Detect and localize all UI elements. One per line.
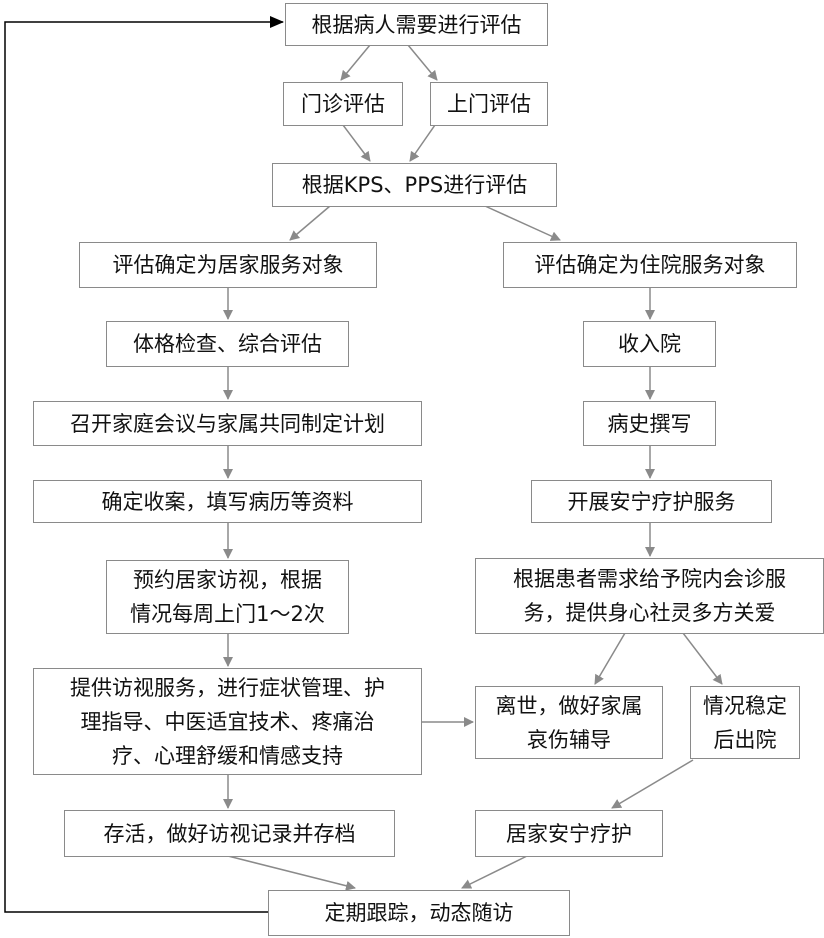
node-label: 评估确定为居家服务对象 <box>112 253 344 277</box>
node-label: 后出院 <box>713 727 777 752</box>
node-kps-pps: 根据KPS、PPS进行评估 <box>272 163 557 207</box>
node-follow-up: 定期跟踪，动态随访 <box>268 890 570 936</box>
arrow <box>611 759 694 809</box>
node-home-visit: 预约居家访视，根据情况每周上门1～2次 <box>106 560 349 634</box>
node-label: 根据患者需求给予院内会诊服 <box>513 567 786 591</box>
arrow <box>409 124 436 162</box>
node-family-meeting: 召开家庭会议与家属共同制定计划 <box>33 401 422 446</box>
node-label: 确定收案，填写病历等资料 <box>101 489 354 514</box>
node-consult: 根据患者需求给予院内会诊服务，提供身心社灵多方关爱 <box>475 558 824 634</box>
node-label: 开展安宁疗护服务 <box>567 489 736 514</box>
node-label: 存活，做好访视记录并存档 <box>103 821 356 846</box>
node-stable: 情况稳定后出院 <box>690 686 800 759</box>
node-label: 上门评估 <box>447 92 531 116</box>
arrow <box>289 205 331 241</box>
node-case-intake: 确定收案，填写病历等资料 <box>33 480 422 523</box>
arrow <box>484 205 561 241</box>
node-home-assess: 上门评估 <box>430 82 548 126</box>
node-label: 哀伤辅导 <box>527 727 611 752</box>
node-label: 定期跟踪，动态随访 <box>324 901 514 925</box>
node-visit-service: 提供访视服务，进行症状管理、护理指导、中医适宜技术、疼痛治疗、心理舒缓和情感支持 <box>33 668 422 775</box>
node-label: 根据病人需要进行评估 <box>311 12 522 37</box>
node-admission: 收入院 <box>583 321 716 367</box>
arrow <box>461 855 528 889</box>
arrow <box>342 124 371 162</box>
node-label: 预约居家访视，根据 <box>133 568 322 592</box>
node-label: 召开家庭会议与家属共同制定计划 <box>70 411 385 436</box>
node-label: 评估确定为住院服务对象 <box>534 253 766 277</box>
node-history: 病史撰写 <box>583 401 716 446</box>
node-assess-need: 根据病人需要进行评估 <box>285 3 548 46</box>
arrow <box>682 632 723 685</box>
node-label: 病史撰写 <box>607 411 692 436</box>
node-label: 门诊评估 <box>301 92 385 116</box>
node-label: 理指导、中医适宜技术、疼痛治 <box>80 709 375 734</box>
arrow <box>594 632 626 685</box>
node-label: 提供访视服务，进行症状管理、护 <box>70 675 385 700</box>
node-home-hospice: 居家安宁疗护 <box>475 810 663 857</box>
node-inpatient-service: 评估确定为住院服务对象 <box>503 242 797 288</box>
node-clinic-assess: 门诊评估 <box>283 82 403 126</box>
node-label: 疗、心理舒缓和情感支持 <box>112 743 343 768</box>
node-hospice-service: 开展安宁疗护服务 <box>531 480 772 523</box>
node-label: 情况每周上门1～2次 <box>130 602 325 626</box>
node-home-service: 评估确定为居家服务对象 <box>79 242 377 288</box>
node-survive: 存活，做好访视记录并存档 <box>64 810 395 857</box>
node-physical-exam: 体格检查、综合评估 <box>106 321 349 367</box>
node-death: 离世，做好家属哀伤辅导 <box>475 686 663 759</box>
arrow <box>340 44 371 81</box>
arrow <box>227 855 356 891</box>
node-label: 情况稳定 <box>703 693 787 718</box>
node-label: 收入院 <box>618 332 681 356</box>
node-label: 根据KPS、PPS进行评估 <box>301 173 528 197</box>
node-label: 离世，做好家属 <box>495 693 643 718</box>
feedback-arrow <box>4 16 284 913</box>
arrow <box>407 44 438 81</box>
node-label: 居家安宁疗护 <box>506 821 632 846</box>
node-label: 务，提供身心社灵多方关爱 <box>523 601 776 625</box>
node-label: 体格检查、综合评估 <box>133 332 322 356</box>
